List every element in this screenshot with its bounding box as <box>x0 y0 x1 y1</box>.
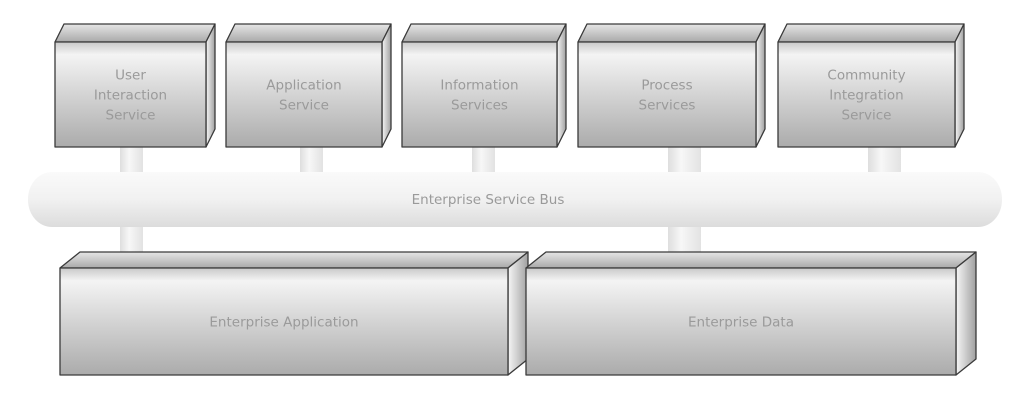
connector-pipe <box>300 147 323 172</box>
community-integration-service-label: Service <box>842 108 892 124</box>
connector-pipe <box>668 147 701 172</box>
process-services-label: Services <box>639 98 696 114</box>
community-integration-service-label: Integration <box>829 88 903 104</box>
connector-pipe <box>868 147 901 172</box>
information-services-label: Services <box>451 98 508 114</box>
user-interaction-service-label: Service <box>106 108 156 124</box>
enterprise-service-bus: Enterprise Service Bus <box>28 172 1002 227</box>
connector-pipe <box>120 227 143 252</box>
information-services-label: Information <box>440 78 518 94</box>
application-service-label: Application <box>266 78 341 94</box>
enterprise-data-box: Enterprise Data <box>525 251 977 376</box>
enterprise-data-label: Enterprise Data <box>688 315 794 331</box>
user-interaction-service-label: Interaction <box>94 88 167 104</box>
bus-label: Enterprise Service Bus <box>412 192 565 208</box>
application-service-label: Service <box>279 98 329 114</box>
enterprise-application-label: Enterprise Application <box>209 315 358 331</box>
connector-pipe <box>472 147 495 172</box>
process-services-label: Process <box>641 78 692 94</box>
user-interaction-service-label: User <box>115 68 146 84</box>
enterprise-application-box: Enterprise Application <box>59 251 529 376</box>
community-integration-service-label: Community <box>827 68 905 84</box>
connector-pipe <box>120 147 143 172</box>
connector-pipe <box>668 227 701 252</box>
